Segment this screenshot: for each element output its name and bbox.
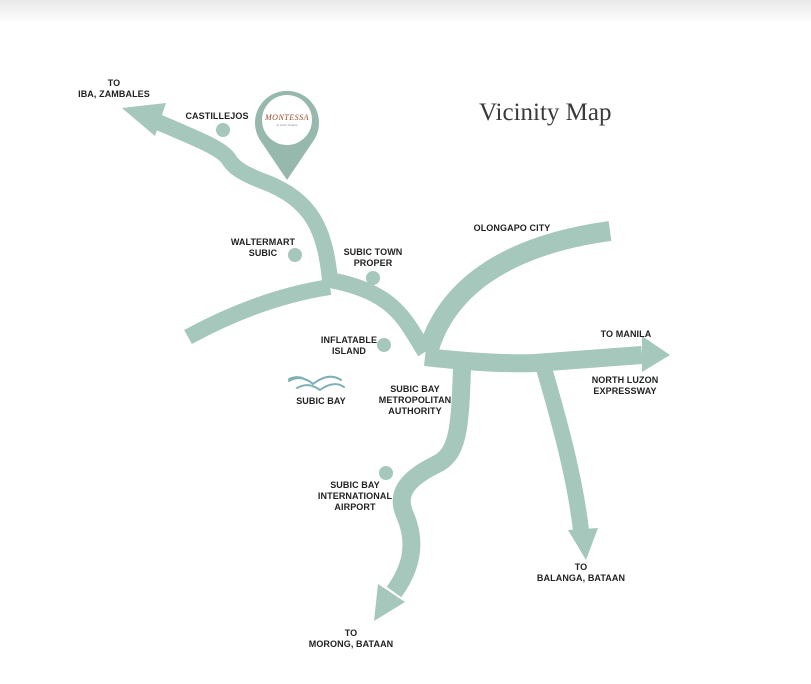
road-to-balanga (535, 362, 589, 531)
label-sbma: SUBIC BAY METROPOLITAN AUTHORITY (378, 384, 452, 416)
label-subic-town: SUBIC TOWN PROPER (343, 247, 403, 268)
page-title: Vicinity Map (479, 99, 612, 126)
label-nlex: NORTH LUZON EXPRESSWAY (591, 375, 659, 396)
road-to-manila (424, 346, 643, 373)
label-subic-bay: SUBIC BAY (296, 396, 346, 406)
label-airport: SUBIC BAY INTERNATIONAL AIRPORT (317, 480, 393, 512)
arrowhead-morong (374, 584, 405, 621)
brand-logo: MONTESSA (265, 113, 309, 122)
arrowhead-iba (122, 103, 166, 136)
label-to-balanga: TO BALANGA, BATAAN (536, 562, 626, 583)
arrowhead-balanga (568, 528, 598, 560)
poi-castillejos (216, 123, 230, 137)
road-olongapo (418, 221, 612, 355)
label-to-morong: TO MORONG, BATAAN (308, 628, 394, 649)
road-west (184, 279, 332, 345)
brand-tagline: at subic heights (276, 123, 298, 127)
label-waltermart: WALTERMART SUBIC (230, 237, 296, 258)
road-to-iba (149, 112, 432, 357)
label-to-manila: TO MANILA (600, 329, 652, 339)
map-pin-icon (255, 90, 319, 180)
poi-waltermart (288, 248, 302, 262)
top-shade (0, 0, 811, 24)
label-olongapo: OLONGAPO CITY (473, 223, 551, 233)
poi-inflatable (377, 338, 391, 352)
label-inflatable: INFLATABLE ISLAND (320, 335, 378, 356)
road-to-morong (386, 367, 471, 598)
poi-subic-town (366, 271, 380, 285)
poi-airport (379, 466, 393, 480)
label-castillejos: CASTILLEJOS (185, 111, 249, 121)
arrowhead-manila (642, 336, 670, 372)
wave-icon (288, 375, 345, 392)
label-to-iba: TO IBA, ZAMBALES (78, 78, 150, 99)
